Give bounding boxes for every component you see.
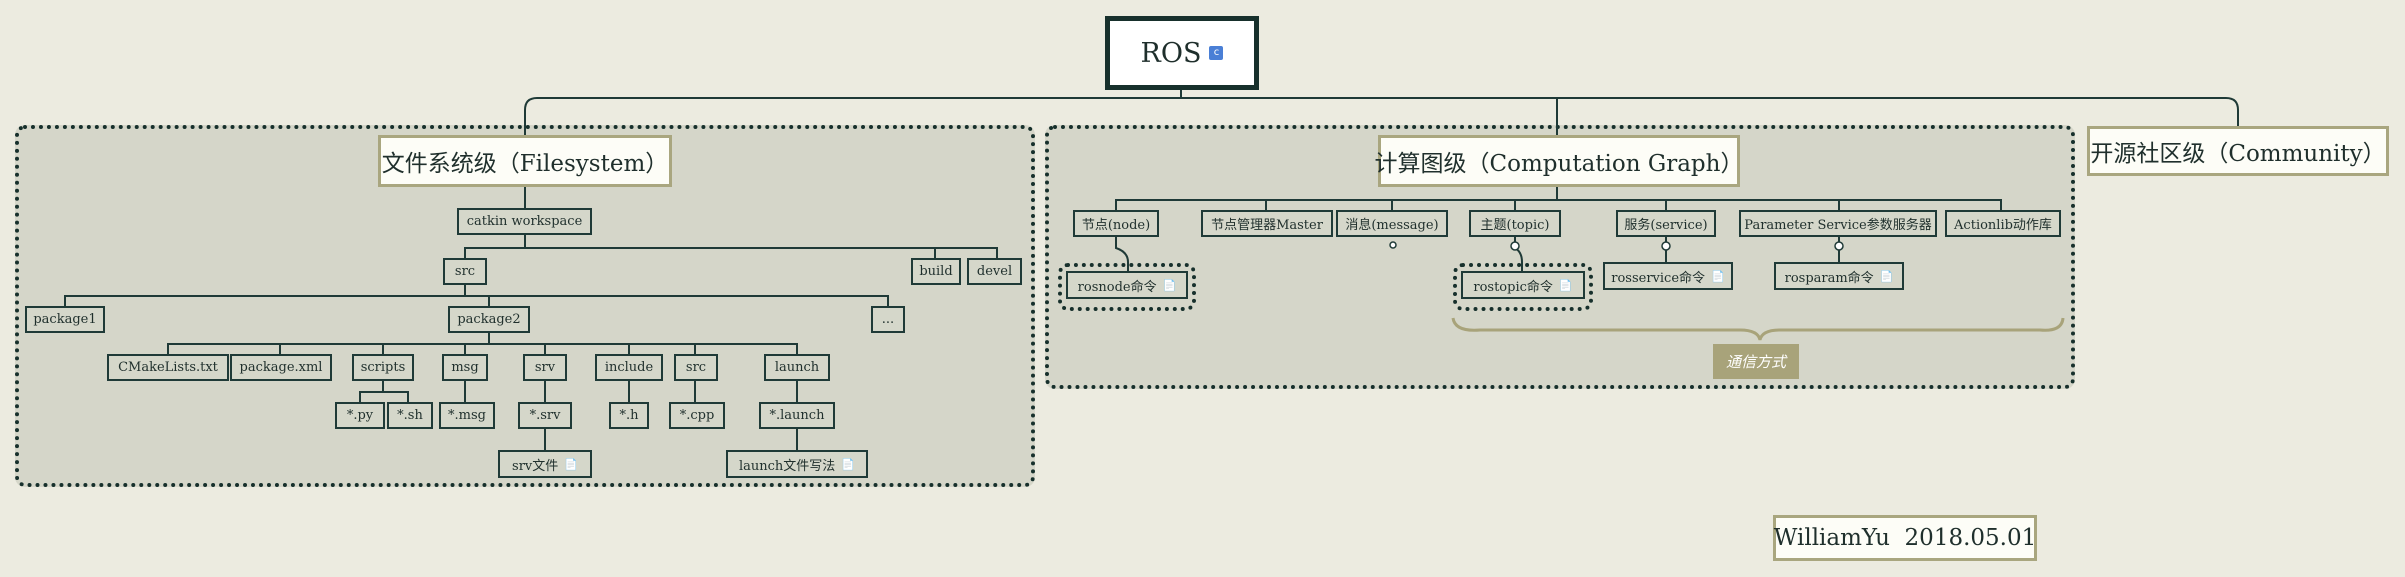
filesystem-title-label: 文件系统级（Filesystem） bbox=[381, 151, 669, 177]
more-packages-label: ... bbox=[881, 312, 895, 327]
devel-label: devel bbox=[976, 264, 1013, 279]
msg-file-label: *.msg bbox=[448, 408, 486, 423]
srv-file-label: *.srv bbox=[529, 408, 561, 423]
package-xml-label: package.xml bbox=[239, 360, 323, 375]
cmakelists-node[interactable]: CMakeLists.txt bbox=[107, 354, 229, 381]
note-icon: 📄 bbox=[1711, 269, 1725, 283]
cpp-file-node[interactable]: *.cpp bbox=[669, 402, 725, 429]
community-title-label: 开源社区级（Community） bbox=[2090, 141, 2386, 167]
rosparam-command-label: rosparam命令 bbox=[1784, 270, 1874, 286]
msg-node[interactable]: msg bbox=[442, 354, 488, 381]
message-label: 消息(message) bbox=[1345, 218, 1439, 233]
package2-label: package2 bbox=[457, 312, 521, 327]
src-label: src bbox=[454, 264, 476, 279]
node-node[interactable]: 节点(node) bbox=[1073, 210, 1159, 237]
computation-graph-title[interactable]: 计算图级（Computation Graph） bbox=[1375, 135, 1743, 187]
launch-doc-label: launch文件写法 bbox=[738, 458, 836, 474]
note-icon: 📄 bbox=[1162, 278, 1177, 292]
launch-doc-node[interactable]: launch文件写法 📄 bbox=[726, 450, 868, 478]
h-file-label: *.h bbox=[619, 408, 639, 423]
srv-doc-label: srv文件 bbox=[512, 458, 559, 474]
communication-method-tag[interactable]: 通信方式 bbox=[1713, 344, 1799, 379]
rosnode-command-node[interactable]: rosnode命令 📄 bbox=[1066, 271, 1188, 299]
node-label: 节点(node) bbox=[1081, 218, 1151, 233]
author-signature-label: WilliamYu 2018.05.01 bbox=[1773, 525, 2037, 551]
sh-file-node[interactable]: *.sh bbox=[387, 402, 433, 429]
catkin-workspace-label: catkin workspace bbox=[466, 214, 583, 229]
include-node[interactable]: include bbox=[595, 354, 663, 381]
rostopic-command-node[interactable]: rostopic命令 📄 bbox=[1461, 271, 1585, 299]
launch-node[interactable]: launch bbox=[764, 354, 830, 381]
service-node[interactable]: 服务(service) bbox=[1616, 210, 1716, 237]
launch-file-label: *.launch bbox=[769, 408, 825, 423]
package-xml-node[interactable]: package.xml bbox=[230, 354, 332, 381]
srv-file-node[interactable]: *.srv bbox=[518, 402, 572, 429]
service-label: 服务(service) bbox=[1624, 218, 1708, 233]
scripts-node[interactable]: scripts bbox=[352, 354, 414, 381]
py-file-label: *.py bbox=[346, 408, 374, 423]
src2-node[interactable]: src bbox=[674, 354, 718, 381]
topic-node[interactable]: 主题(topic) bbox=[1469, 210, 1561, 237]
rosparam-command-node[interactable]: rosparam命令 📄 bbox=[1774, 262, 1904, 290]
more-packages-node[interactable]: ... bbox=[871, 306, 905, 333]
topic-label: 主题(topic) bbox=[1480, 218, 1550, 233]
srv-label: srv bbox=[534, 360, 556, 375]
launch-file-node[interactable]: *.launch bbox=[759, 402, 835, 429]
master-label: 节点管理器Master bbox=[1211, 218, 1323, 233]
note-icon: 📄 bbox=[1879, 269, 1894, 283]
note-icon: 📄 bbox=[841, 457, 855, 471]
cpp-file-label: *.cpp bbox=[679, 408, 715, 423]
param-server-label: Parameter Service参数服务器 bbox=[1744, 218, 1932, 233]
rosnode-command-label: rosnode命令 bbox=[1077, 279, 1157, 295]
ros-root-node[interactable]: ROS c bbox=[1105, 16, 1259, 90]
include-label: include bbox=[604, 360, 654, 375]
package1-node[interactable]: package1 bbox=[25, 306, 105, 333]
filesystem-title[interactable]: 文件系统级（Filesystem） bbox=[378, 135, 672, 187]
build-label: build bbox=[919, 264, 953, 279]
master-node[interactable]: 节点管理器Master bbox=[1201, 210, 1333, 237]
build-node[interactable]: build bbox=[911, 258, 961, 285]
py-file-node[interactable]: *.py bbox=[335, 402, 385, 429]
note-icon: 📄 bbox=[564, 457, 578, 471]
calendar-icon: c bbox=[1209, 46, 1224, 60]
package2-node[interactable]: package2 bbox=[448, 306, 530, 333]
param-server-node[interactable]: Parameter Service参数服务器 bbox=[1739, 210, 1937, 237]
author-signature: WilliamYu 2018.05.01 bbox=[1773, 515, 2037, 561]
launch-label: launch bbox=[774, 360, 820, 375]
msg-label: msg bbox=[451, 360, 479, 375]
computation-graph-title-label: 计算图级（Computation Graph） bbox=[1374, 151, 1744, 177]
srv-doc-node[interactable]: srv文件 📄 bbox=[498, 450, 592, 478]
rosnode-highlight bbox=[1058, 263, 1196, 311]
src2-label: src bbox=[685, 360, 707, 375]
devel-node[interactable]: devel bbox=[967, 258, 1022, 285]
note-icon: 📄 bbox=[1558, 278, 1573, 292]
src-node[interactable]: src bbox=[443, 258, 487, 285]
rosservice-command-node[interactable]: rosservice命令 📄 bbox=[1603, 262, 1733, 290]
h-file-node[interactable]: *.h bbox=[609, 402, 649, 429]
rostopic-highlight bbox=[1453, 263, 1593, 311]
cmakelists-label: CMakeLists.txt bbox=[118, 360, 218, 375]
rosservice-command-label: rosservice命令 bbox=[1611, 270, 1706, 286]
actionlib-label: Actionlib动作库 bbox=[1954, 218, 2052, 233]
message-node[interactable]: 消息(message) bbox=[1336, 210, 1448, 237]
ros-root-label: ROS bbox=[1140, 37, 1202, 69]
msg-file-node[interactable]: *.msg bbox=[439, 402, 495, 429]
communication-method-label: 通信方式 bbox=[1725, 353, 1786, 371]
scripts-label: scripts bbox=[360, 360, 406, 375]
catkin-workspace-node[interactable]: catkin workspace bbox=[457, 208, 592, 235]
rostopic-command-label: rostopic命令 bbox=[1473, 279, 1553, 295]
package1-label: package1 bbox=[33, 312, 97, 327]
srv-node[interactable]: srv bbox=[523, 354, 567, 381]
sh-file-label: *.sh bbox=[397, 408, 423, 423]
actionlib-node[interactable]: Actionlib动作库 bbox=[1945, 210, 2061, 237]
community-title[interactable]: 开源社区级（Community） bbox=[2087, 126, 2389, 176]
